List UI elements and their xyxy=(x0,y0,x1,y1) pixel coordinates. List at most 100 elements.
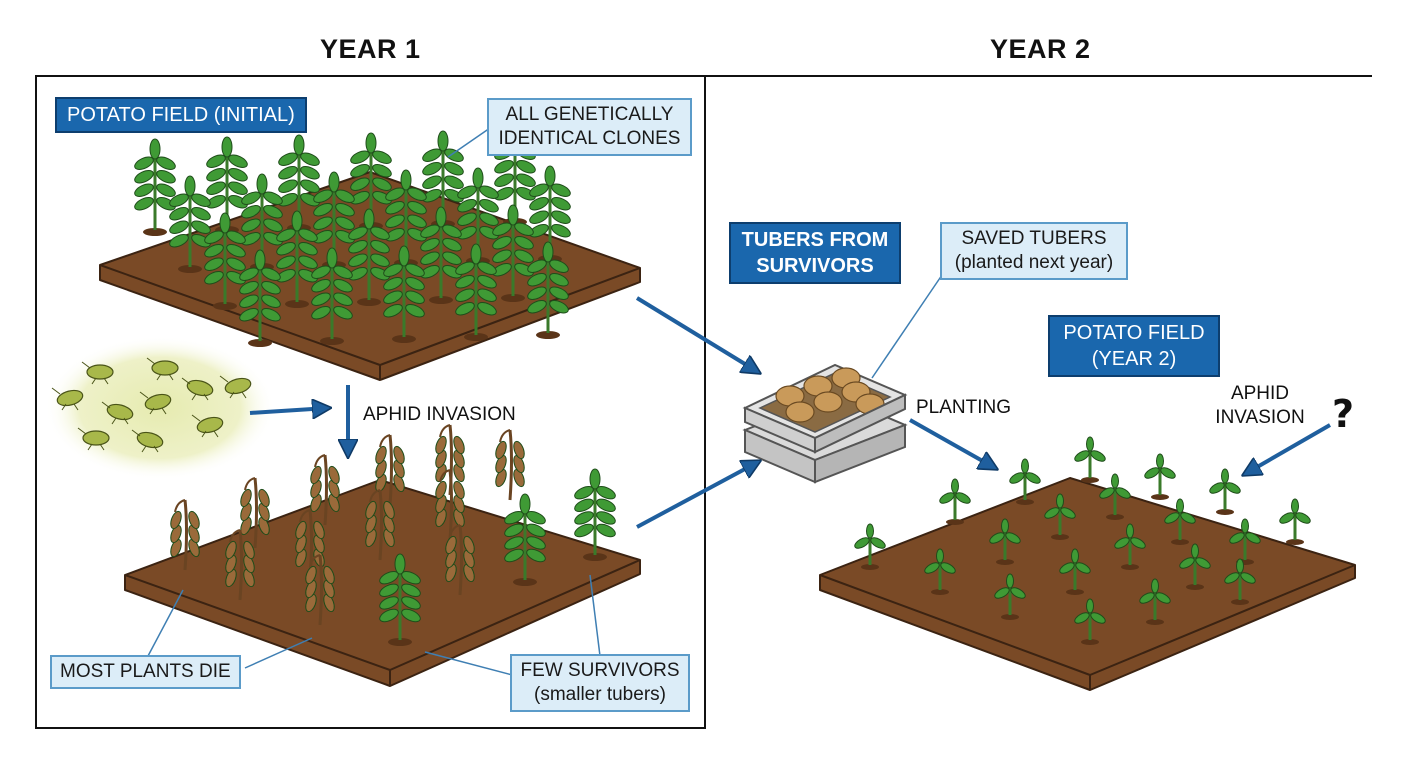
healthy-plants-group xyxy=(134,128,571,347)
aphid xyxy=(51,387,84,411)
aphid-swarm xyxy=(51,357,252,453)
surviving-plant xyxy=(574,468,616,561)
aphid xyxy=(81,361,114,385)
arrow-aphids-to-field xyxy=(249,408,328,413)
withered-plant xyxy=(495,429,525,501)
withered-plant xyxy=(445,524,475,596)
identical-clones-label: ALL GENETICALLY IDENTICAL CLONES xyxy=(487,98,692,156)
most-plants-die-label: MOST PLANTS DIE xyxy=(50,655,241,689)
year2-soil xyxy=(819,477,1356,691)
potato-field-year2-line-1: POTATO FIELD xyxy=(1063,322,1205,344)
healthy-plant xyxy=(529,165,571,263)
tubers-from-survivors-label: TUBERS FROM SURVIVORS xyxy=(729,222,901,284)
seedling xyxy=(1114,523,1146,570)
aphid xyxy=(139,391,172,415)
seedling xyxy=(1279,498,1311,545)
aphid xyxy=(191,414,224,438)
planting-label: PLANTING xyxy=(916,397,1012,418)
seedling xyxy=(1164,498,1196,545)
seedling xyxy=(1009,458,1041,505)
healthy-plant xyxy=(239,249,281,347)
arrow-field-to-crate xyxy=(635,296,758,372)
leader-saved-tubers xyxy=(871,274,943,379)
arrow-planting xyxy=(909,418,995,468)
healthy-plant xyxy=(527,241,569,339)
tubers-from-survivors-line-2: SURVIVORS xyxy=(756,255,874,277)
saved-tubers-label: SAVED TUBERS (planted next year) xyxy=(940,222,1128,280)
seedling xyxy=(1059,548,1091,595)
seedling xyxy=(994,573,1026,620)
leader-clones xyxy=(447,127,491,158)
few-survivors-label: FEW SURVIVORS (smaller tubers) xyxy=(510,654,690,712)
few-survivors-line-1: FEW SURVIVORS xyxy=(520,660,680,681)
year1-panel-frame xyxy=(35,75,706,729)
seedling xyxy=(1209,468,1241,515)
withered-plant xyxy=(295,509,325,581)
healthy-plant xyxy=(348,208,390,306)
withered-plant xyxy=(375,434,405,506)
aphid-invasion-year1-label: APHID INVASION xyxy=(363,404,516,425)
withered-plant xyxy=(365,489,395,561)
leader-most-die-2 xyxy=(244,637,313,669)
damaged-plants-group xyxy=(170,424,616,646)
healthy-plant xyxy=(422,130,464,228)
question-mark: ? xyxy=(1332,392,1355,436)
aphid xyxy=(146,357,179,381)
potato-field-year2-line-2: (YEAR 2) xyxy=(1091,348,1177,370)
seedling xyxy=(1099,473,1131,520)
seedling xyxy=(1044,493,1076,540)
withered-plant xyxy=(225,529,255,601)
aphid-invasion-year2-line-1: APHID xyxy=(1230,383,1290,404)
saved-tubers-line-1: SAVED TUBERS xyxy=(961,228,1107,249)
seedling xyxy=(924,548,956,595)
leader-most-die-1 xyxy=(147,589,184,657)
potato-field-year2-label: POTATO FIELD (YEAR 2) xyxy=(1048,315,1220,377)
withered-plant xyxy=(435,469,465,541)
seedling xyxy=(1074,436,1106,483)
identical-clones-line-2: IDENTICAL CLONES xyxy=(498,128,681,149)
healthy-plant xyxy=(455,243,497,341)
potato xyxy=(813,391,843,413)
seedling xyxy=(939,478,971,525)
seedlings-group xyxy=(854,436,1311,645)
seedling xyxy=(1074,598,1106,645)
healthy-plant xyxy=(383,245,425,343)
aphid-invasion-year2-label: APHID INVASION xyxy=(1210,382,1310,430)
few-survivors-line-2: (smaller tubers) xyxy=(534,684,666,705)
surviving-plant xyxy=(379,553,421,646)
potato xyxy=(785,401,815,423)
seedling xyxy=(1179,543,1211,590)
aphid xyxy=(181,377,214,401)
seedling xyxy=(989,518,1021,565)
withered-plant xyxy=(305,554,335,626)
seedling xyxy=(854,523,886,570)
arrow-survivors-to-crate xyxy=(636,462,758,529)
aphid-invasion-year2-line-2: INVASION xyxy=(1215,407,1305,428)
leader-survivors-2 xyxy=(589,574,601,657)
tubers-from-survivors-line-1: TUBERS FROM xyxy=(741,229,889,251)
identical-clones-line-1: ALL GENETICALLY xyxy=(505,104,674,125)
tuber-crate xyxy=(742,363,908,484)
potato-field-initial-label: POTATO FIELD (INITIAL) xyxy=(55,97,307,133)
aphid xyxy=(101,401,134,425)
withered-plant xyxy=(240,477,270,549)
seedling xyxy=(1144,453,1176,500)
healthy-plant xyxy=(492,204,534,302)
seedling xyxy=(1139,578,1171,625)
year2-heading: YEAR 2 xyxy=(990,34,1091,64)
withered-plant xyxy=(310,454,340,526)
withered-plant xyxy=(170,499,200,571)
seedling xyxy=(1224,558,1256,605)
healthy-plant xyxy=(311,247,353,345)
aphid xyxy=(131,429,164,453)
healthy-plant xyxy=(134,138,176,236)
arrow-year2-aphids xyxy=(1245,423,1331,474)
leader-survivors-1 xyxy=(424,651,517,677)
surviving-plant xyxy=(504,493,546,586)
year1-heading: YEAR 1 xyxy=(320,34,421,64)
saved-tubers-line-2: (planted next year) xyxy=(954,252,1114,273)
aphid xyxy=(77,427,110,451)
healthy-plant xyxy=(169,175,211,273)
aphid xyxy=(219,375,252,399)
